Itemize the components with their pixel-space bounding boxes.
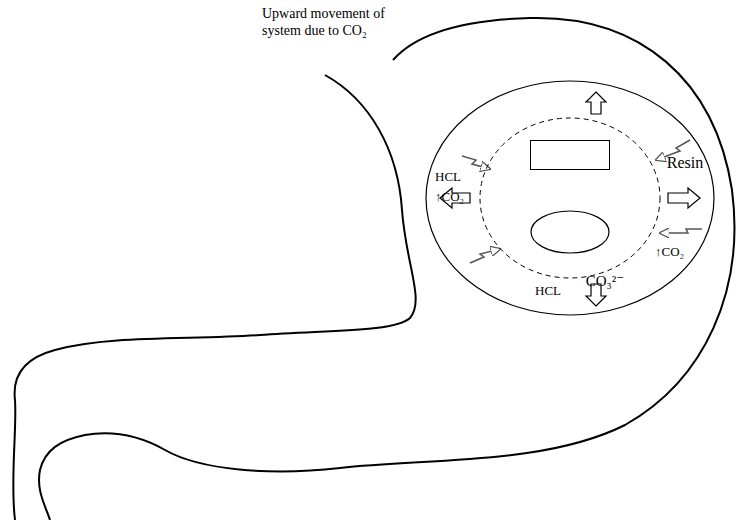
resin-label: Resin xyxy=(667,154,703,172)
ellipse-outline xyxy=(531,211,609,253)
acid-label: HCL xyxy=(535,284,561,299)
carbonate-ellipse: CO₃²⁻ xyxy=(530,210,610,254)
co2-release-label: ↑CO₂ xyxy=(435,190,464,205)
outer-membrane xyxy=(426,81,714,315)
expansion-arrow-right xyxy=(668,188,700,208)
caption-note: Upward movement of system due to CO₂ xyxy=(262,6,397,40)
floating-system: ResinCO₃²⁻ ↑CO₂ HCL HCL ↑CO₂ xyxy=(425,80,715,316)
acid-penetration-arrow xyxy=(462,156,490,169)
carbonate-label: CO₃²⁻ xyxy=(586,273,624,290)
resin-box: Resin xyxy=(530,140,610,170)
expansion-arrow-up xyxy=(586,92,606,114)
acid-penetration-arrow xyxy=(660,229,702,233)
stomach-greater-curvature xyxy=(39,18,734,520)
system-outline xyxy=(425,80,715,316)
acid-label: HCL xyxy=(435,170,461,185)
co2-release-label: ↑CO₂ xyxy=(655,245,684,260)
inner-dashed-layer xyxy=(480,118,660,278)
ellipse-outline xyxy=(530,210,610,254)
stomach-lesser-curvature xyxy=(13,75,416,520)
acid-penetration-arrow xyxy=(470,249,500,263)
